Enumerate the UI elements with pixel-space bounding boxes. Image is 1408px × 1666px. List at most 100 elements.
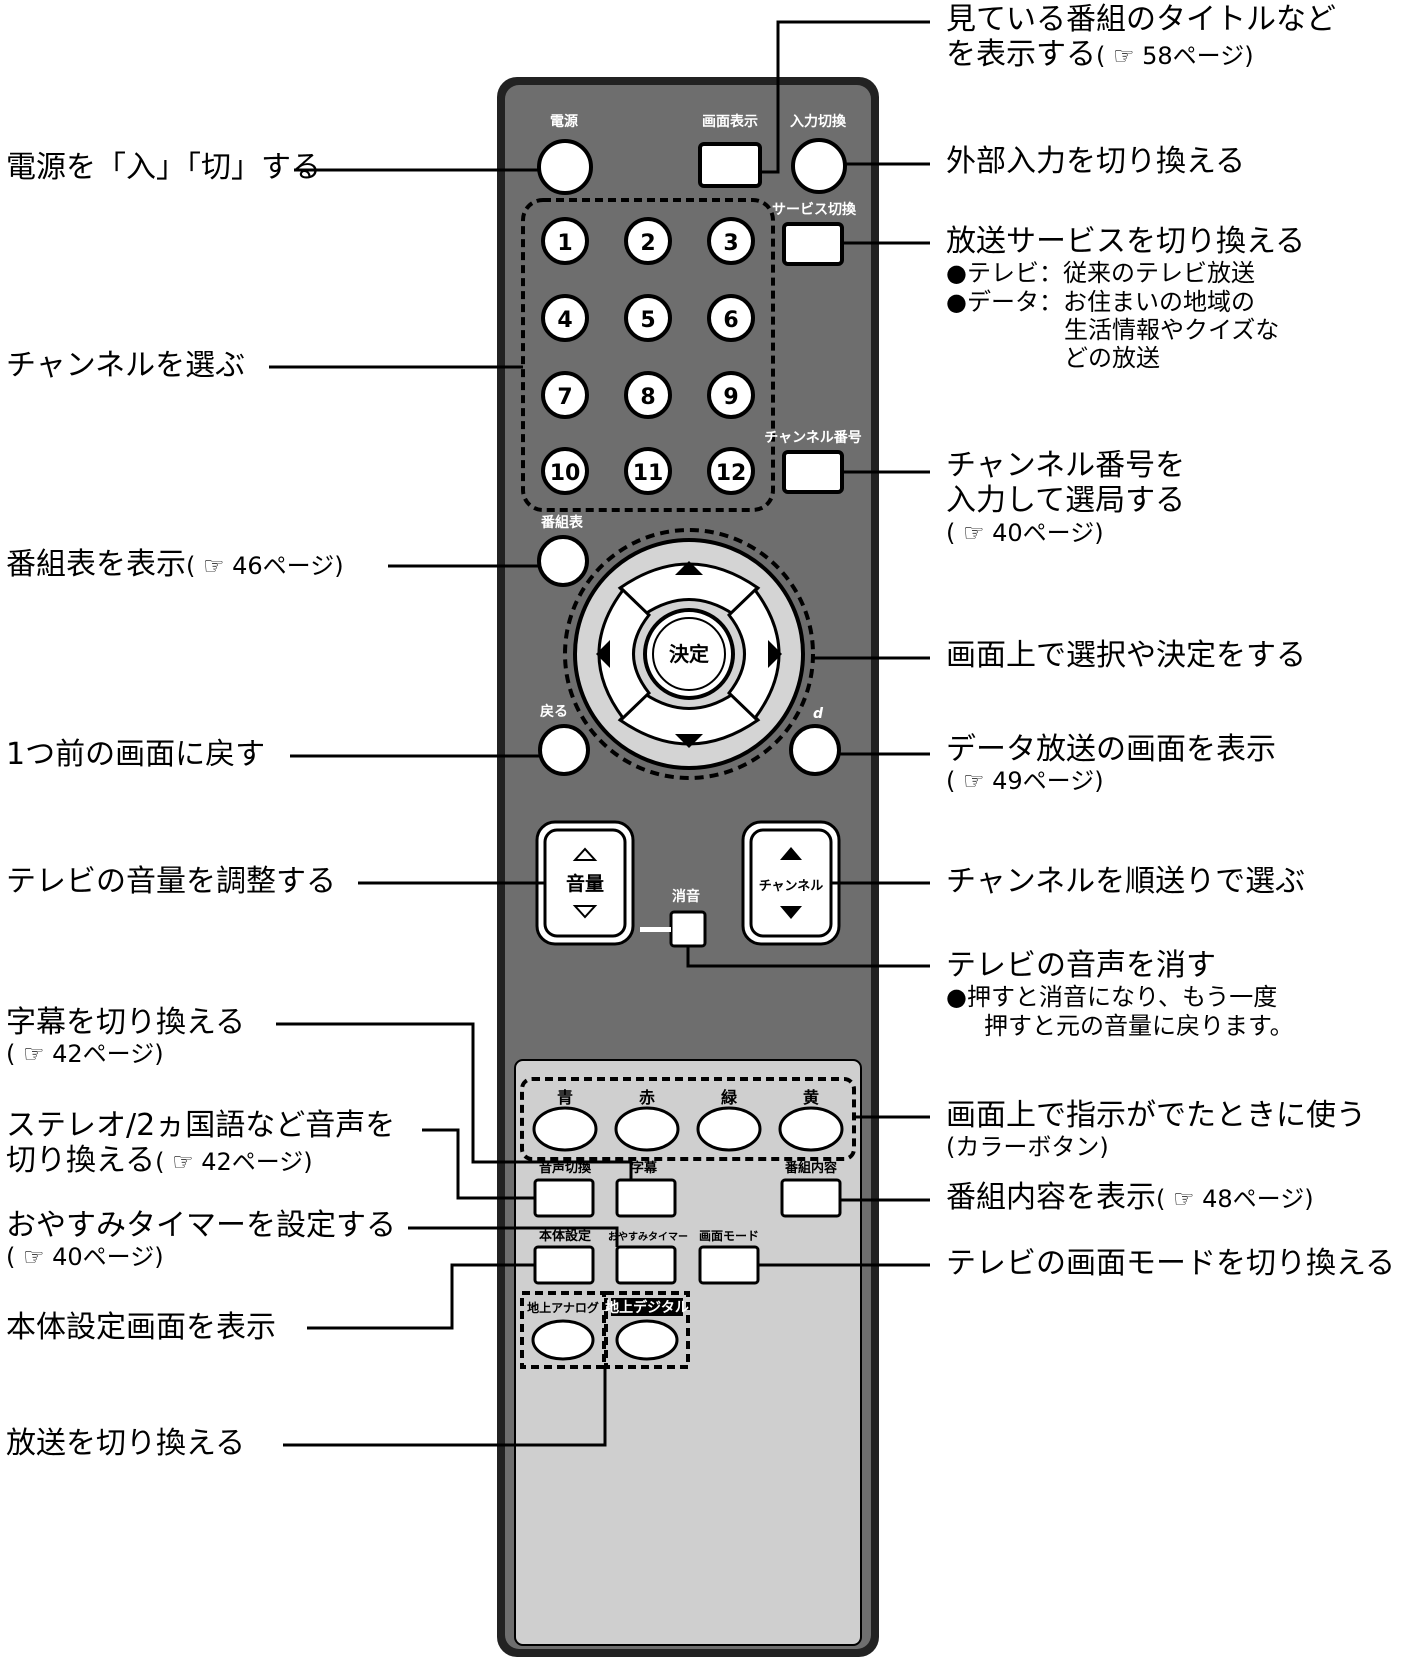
- blue-button[interactable]: [532, 1106, 598, 1152]
- color-label-blue: 青: [557, 1088, 573, 1107]
- leader-mute: [686, 946, 930, 968]
- sleep-button[interactable]: [615, 1245, 677, 1285]
- epg-ref: ( ☞ 46ページ): [186, 552, 344, 580]
- input-button[interactable]: [791, 138, 847, 194]
- dpad-up[interactable]: [617, 562, 761, 616]
- annotation-input: 外部入力を切り換える: [946, 144, 1246, 179]
- yellow-button[interactable]: [778, 1106, 844, 1152]
- annotation-channel-updown: チャンネルを順送りで選ぶ: [946, 864, 1306, 899]
- key-5-label: 5: [640, 308, 655, 333]
- subtitles-text: 字幕を切り換える: [6, 1005, 246, 1040]
- annotation-channel-select: チャンネルを選ぶ: [6, 348, 246, 383]
- annotation-dpad: 画面上で選択や決定をする: [946, 638, 1306, 673]
- key-1[interactable]: [541, 217, 589, 265]
- title-info-line2: を表示する: [946, 37, 1096, 73]
- leader-audio: [422, 1128, 535, 1200]
- color-label-red: 赤: [639, 1088, 655, 1107]
- color-buttons-group: [520, 1077, 856, 1161]
- epg-button[interactable]: [537, 535, 589, 587]
- leader-title-info: [762, 20, 930, 174]
- key-2[interactable]: [624, 217, 672, 265]
- mute-button[interactable]: [669, 910, 707, 948]
- mute-note-1: ●押すと消音になり、もう一度: [946, 983, 1278, 1012]
- arrow-down-icon: [675, 734, 703, 748]
- dpad-left[interactable]: [597, 587, 652, 721]
- digital-label-bg: [611, 1298, 683, 1316]
- subtitle-button[interactable]: [615, 1178, 677, 1218]
- display-button[interactable]: [698, 142, 762, 188]
- key-5[interactable]: [624, 294, 672, 342]
- volume-up-icon: [572, 847, 598, 861]
- channel-number-button[interactable]: [782, 450, 844, 494]
- leader-sleep: [408, 1226, 619, 1247]
- annotation-data-broadcast: データ放送の画面を表示 ( ☞ 49ページ): [946, 732, 1276, 796]
- key-6[interactable]: [707, 294, 755, 342]
- settings-label: 本体設定: [539, 1228, 591, 1244]
- red-button[interactable]: [614, 1106, 680, 1152]
- leader-broadcast-switch: [283, 1367, 607, 1447]
- data-broadcast-text: データ放送の画面を表示: [946, 732, 1276, 767]
- channel-number-label: チャンネル番号: [764, 429, 862, 446]
- service-tv: ●テレビ：従来のテレビ放送: [946, 259, 1255, 288]
- subtitle-label: 字幕: [631, 1160, 658, 1176]
- color-label-yellow: 黄: [803, 1088, 819, 1107]
- digital-label: 地上デジタル: [605, 1299, 689, 1316]
- annotation-channel-number: チャンネル番号を 入力して選局する ( ☞ 40ページ): [946, 448, 1185, 547]
- service-button[interactable]: [782, 222, 844, 266]
- service-data-1: ●データ：お住まいの地域の: [946, 287, 1255, 316]
- leader-settings: [307, 1263, 535, 1330]
- annotation-broadcast-switch: 放送を切り換える: [6, 1426, 246, 1461]
- volume-down-icon: [572, 905, 598, 919]
- channel-up-icon: [780, 847, 802, 860]
- color-label-green: 緑: [721, 1088, 738, 1107]
- key-1-label: 1: [557, 231, 572, 256]
- d-label: d: [813, 706, 824, 722]
- sleep-timer-text: おやすみタイマーを設定する: [6, 1208, 396, 1243]
- arrow-left-icon: [596, 640, 610, 668]
- back-button[interactable]: [538, 724, 590, 776]
- annotation-volume: テレビの音量を調整する: [6, 864, 336, 899]
- service-label: サービス切換: [772, 201, 857, 218]
- key-8[interactable]: [624, 371, 672, 419]
- annotation-color-buttons: 画面上で指示がでたときに使う (カラーボタン): [946, 1098, 1366, 1162]
- program-info-label: 番組内容: [784, 1160, 837, 1176]
- green-button[interactable]: [696, 1106, 762, 1152]
- key-6-label: 6: [723, 308, 738, 333]
- key-9-label: 9: [723, 385, 738, 410]
- mute-label: 消音: [672, 888, 700, 905]
- annotation-picture-mode: テレビの画面モードを切り換える: [946, 1246, 1396, 1281]
- title-info-line1: 見ている番組のタイトルなど: [946, 2, 1336, 37]
- dpad-down[interactable]: [617, 692, 761, 746]
- annotation-program-info: 番組内容を表示( ☞ 48ページ): [946, 1180, 1314, 1215]
- dpad-right[interactable]: [726, 587, 781, 721]
- enter-inner-ring: [652, 617, 726, 691]
- key-4[interactable]: [541, 294, 589, 342]
- key-7[interactable]: [541, 371, 589, 419]
- key-3[interactable]: [707, 217, 755, 265]
- key-2-label: 2: [640, 231, 655, 256]
- key-11-label: 11: [633, 461, 664, 486]
- service-title: 放送サービスを切り換える: [946, 224, 1306, 259]
- leader-subtitles: [276, 1022, 633, 1180]
- picture-mode-button[interactable]: [698, 1245, 760, 1285]
- arrow-up-icon: [675, 561, 703, 575]
- key-12[interactable]: [707, 447, 755, 495]
- settings-button[interactable]: [533, 1245, 595, 1285]
- channel-down-icon: [780, 906, 802, 919]
- color-buttons-sub: (カラーボタン): [946, 1133, 1109, 1162]
- audio-button[interactable]: [533, 1178, 595, 1218]
- program-info-button[interactable]: [780, 1178, 842, 1218]
- color-buttons-text: 画面上で指示がでたときに使う: [946, 1098, 1366, 1133]
- annotation-back: 1つ前の画面に戻す: [6, 737, 266, 772]
- power-button[interactable]: [537, 139, 593, 195]
- key-11[interactable]: [624, 447, 672, 495]
- key-9[interactable]: [707, 371, 755, 419]
- digital-button[interactable]: [615, 1319, 679, 1361]
- analog-button[interactable]: [531, 1319, 595, 1361]
- d-button[interactable]: [789, 724, 841, 776]
- channel-number-line1: チャンネル番号を: [946, 448, 1186, 483]
- dpad-group: [563, 528, 815, 780]
- key-10[interactable]: [541, 447, 589, 495]
- enter-button[interactable]: [643, 608, 735, 700]
- annotation-power: 電源を「入」「切」する: [6, 150, 321, 185]
